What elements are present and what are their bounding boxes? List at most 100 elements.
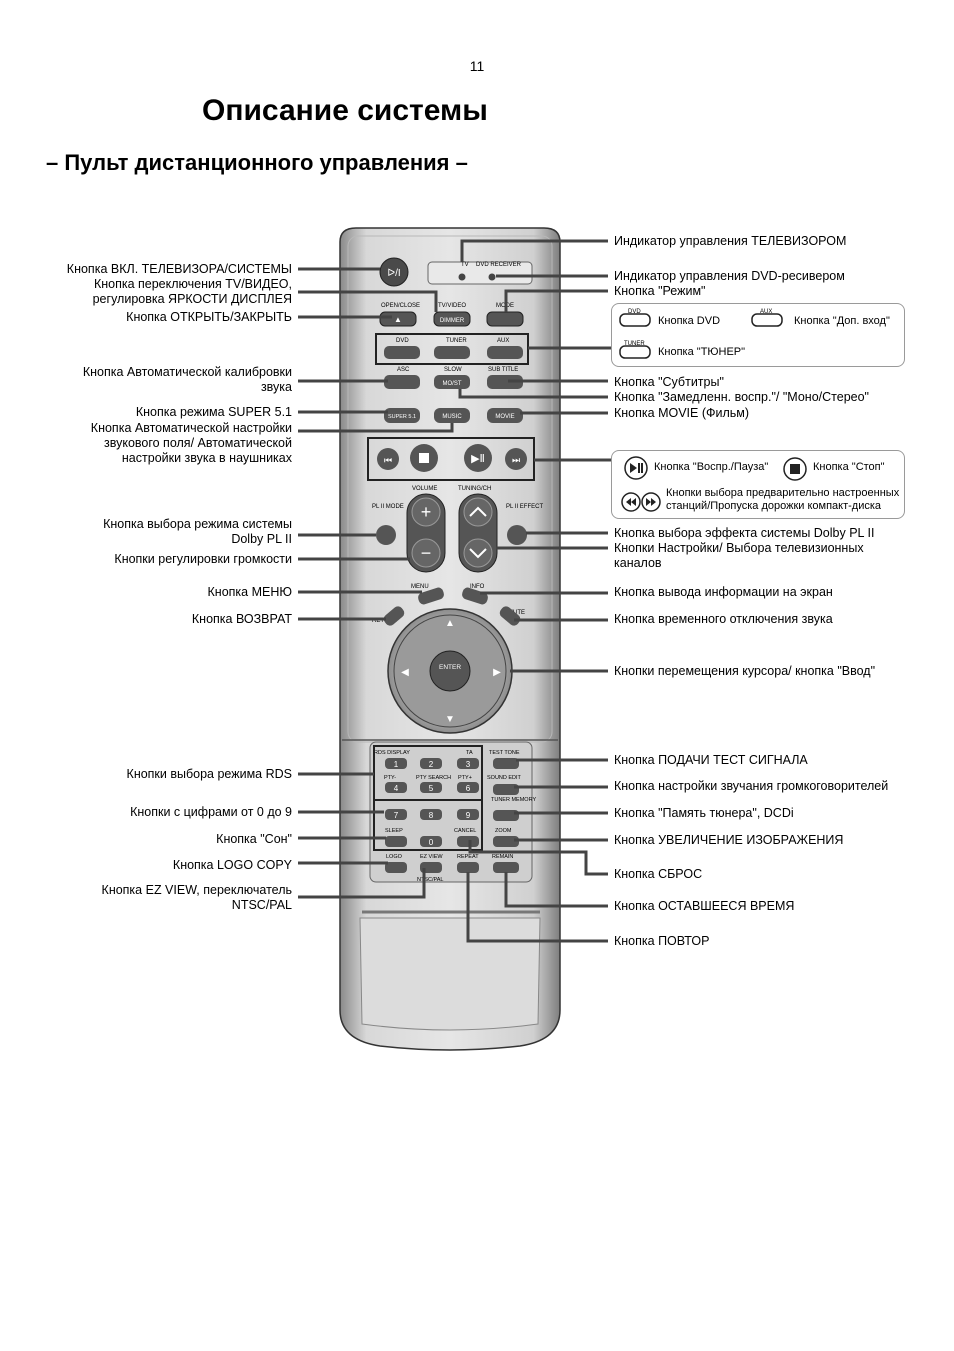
inset-skip-label: Кнопки выбора предварительно настроенных… bbox=[666, 487, 900, 512]
label-logo-button: Кнопка LOGO COPY bbox=[172, 858, 292, 872]
label-volume-buttons: Кнопки регулировки громкости bbox=[114, 552, 292, 566]
svg-text:AUX: AUX bbox=[760, 309, 772, 315]
svg-text:6: 6 bbox=[466, 784, 471, 793]
inset-stop-label: Кнопка "Стоп" bbox=[813, 461, 885, 473]
label-tuning-buttons: Кнопки Настройки/ Выбора телевизионных к… bbox=[614, 541, 864, 570]
svg-text:▶: ▶ bbox=[493, 667, 501, 678]
label-super51-button: Кнопка режима SUPER 5.1 bbox=[135, 405, 292, 419]
svg-text:SUPER 5.1: SUPER 5.1 bbox=[388, 414, 416, 420]
aux-button-icon bbox=[751, 313, 783, 327]
inset-play-pause-label: Кнопка "Воспр./Пауза" bbox=[654, 461, 769, 473]
tuner-button-icon bbox=[619, 345, 651, 359]
svg-text:AUX: AUX bbox=[497, 338, 509, 344]
svg-text:4: 4 bbox=[394, 784, 399, 793]
svg-text:NTSC/PAL: NTSC/PAL bbox=[417, 877, 444, 883]
label-repeat-button: Кнопка ПОВТОР bbox=[614, 934, 710, 948]
label-pl-mode-button: Кнопка выбора режима системы Dolby PL II bbox=[103, 517, 292, 546]
svg-text:MUTE: MUTE bbox=[508, 610, 525, 616]
label-zoom-button: Кнопка УВЕЛИЧЕНИЕ ИЗОБРАЖЕНИЯ bbox=[614, 833, 844, 847]
svg-text:TEST TONE: TEST TONE bbox=[489, 750, 520, 756]
source-buttons-inset: DVD AUX TUNER Кнопка DVD Кнопка "Доп. вх… bbox=[611, 303, 905, 367]
svg-text:EZ VIEW: EZ VIEW bbox=[420, 854, 443, 860]
svg-text:DIMMER: DIMMER bbox=[440, 318, 465, 324]
svg-text:ASC: ASC bbox=[397, 367, 410, 373]
label-cancel-button: Кнопка СБРОС bbox=[614, 867, 703, 881]
svg-text:◀: ◀ bbox=[401, 667, 409, 678]
svg-text:CANCEL: CANCEL bbox=[454, 828, 476, 834]
label-menu-button: Кнопка МЕНЮ bbox=[207, 585, 292, 599]
svg-text:8: 8 bbox=[429, 811, 434, 820]
svg-text:▶Ⅱ: ▶Ⅱ bbox=[471, 453, 485, 465]
svg-text:PTY SEARCH: PTY SEARCH bbox=[416, 775, 451, 781]
playback-buttons-inset: Кнопка "Воспр./Пауза" Кнопка "Стоп" Кноп… bbox=[611, 450, 905, 519]
label-mode-button: Кнопка "Режим" bbox=[614, 284, 706, 298]
svg-text:5: 5 bbox=[429, 784, 434, 793]
inset-dvd-label: Кнопка DVD bbox=[658, 315, 721, 327]
svg-text:SLEEP: SLEEP bbox=[385, 828, 403, 834]
label-sleep-button: Кнопка "Сон" bbox=[216, 832, 292, 846]
inset-aux-label: Кнопка "Доп. вход" bbox=[794, 315, 890, 327]
page-title: Описание системы bbox=[202, 94, 488, 127]
play-pause-icon bbox=[624, 456, 648, 480]
svg-text:ᐅ/I: ᐅ/I bbox=[387, 268, 400, 279]
label-return-button: Кнопка ВОЗВРАТ bbox=[191, 612, 292, 626]
label-mute-button: Кнопка временного отключения звука bbox=[614, 612, 833, 626]
svg-text:ENTER: ENTER bbox=[439, 664, 461, 671]
svg-text:7: 7 bbox=[394, 811, 399, 820]
svg-text:PL II MODE: PL II MODE bbox=[372, 504, 404, 510]
inset-tuner-label: Кнопка "ТЮНЕР" bbox=[658, 346, 746, 358]
svg-text:REMAIN: REMAIN bbox=[492, 854, 513, 860]
svg-text:SOUND EDIT: SOUND EDIT bbox=[487, 775, 522, 781]
svg-text:MOVIE: MOVIE bbox=[495, 414, 514, 420]
svg-text:▲: ▲ bbox=[445, 618, 455, 629]
svg-text:LOGO: LOGO bbox=[386, 854, 403, 860]
page-number: 11 bbox=[469, 58, 485, 74]
svg-text:▼: ▼ bbox=[445, 714, 455, 725]
svg-text:SUB TITLE: SUB TITLE bbox=[488, 367, 518, 373]
svg-text:TA: TA bbox=[466, 750, 473, 756]
svg-text:3: 3 bbox=[466, 760, 471, 769]
svg-text:TV: TV bbox=[461, 262, 469, 268]
svg-text:0: 0 bbox=[429, 838, 434, 847]
svg-text:TV/VIDEO: TV/VIDEO bbox=[438, 303, 466, 309]
svg-text:REPEAT: REPEAT bbox=[457, 854, 479, 860]
page-subtitle: – Пульт дистанционного управления – bbox=[46, 150, 468, 175]
svg-text:RDS DISPLAY: RDS DISPLAY bbox=[374, 750, 410, 756]
label-subtitle-button: Кнопка "Субтитры" bbox=[614, 375, 724, 389]
svg-text:1: 1 bbox=[394, 760, 399, 769]
svg-text:2: 2 bbox=[429, 760, 434, 769]
label-pl-effect-button: Кнопка выбора эффекта системы Dolby PL I… bbox=[614, 526, 875, 540]
svg-text:OPEN/CLOSE: OPEN/CLOSE bbox=[381, 303, 420, 309]
svg-text:ZOOM: ZOOM bbox=[495, 828, 512, 834]
svg-text:PTY+: PTY+ bbox=[458, 775, 472, 781]
svg-text:TUNER MEMORY: TUNER MEMORY bbox=[491, 797, 536, 803]
label-tv-indicator: Индикатор управления ТЕЛЕВИЗОРОМ bbox=[614, 234, 847, 248]
svg-text:VOLUME: VOLUME bbox=[412, 486, 437, 492]
label-tv-video-button: Кнопка переключения TV/ВИДЕО, регулировк… bbox=[92, 277, 292, 306]
svg-text:PTY-: PTY- bbox=[384, 775, 396, 781]
label-cursor-enter-buttons: Кнопки перемещения курсора/ кнопка "Ввод… bbox=[614, 664, 876, 678]
label-power-button: Кнопка ВКЛ. ТЕЛЕВИЗОРА/СИСТЕМЫ bbox=[66, 262, 292, 276]
dvd-button-icon bbox=[619, 313, 651, 327]
svg-text:TUNING/CH: TUNING/CH bbox=[458, 486, 491, 492]
svg-text:MENU: MENU bbox=[411, 584, 429, 590]
svg-text:▲: ▲ bbox=[394, 315, 402, 324]
label-digit-buttons: Кнопки с цифрами от 0 до 9 bbox=[130, 805, 292, 819]
svg-text:MO/ST: MO/ST bbox=[443, 381, 462, 387]
svg-text:+: + bbox=[421, 502, 432, 522]
label-sound-edit-button: Кнопка настройки звучания громкоговорите… bbox=[614, 779, 889, 793]
svg-text:SLOW: SLOW bbox=[444, 367, 462, 373]
label-rds-buttons: Кнопки выбора режима RDS bbox=[126, 767, 292, 781]
label-slow-button: Кнопка "Замедленн. воспр."/ "Моно/Стерео… bbox=[614, 390, 869, 404]
stop-icon bbox=[783, 457, 807, 481]
label-music-button: Кнопка Автоматической настройки звуковог… bbox=[90, 421, 292, 465]
label-open-close-button: Кнопка ОТКРЫТЬ/ЗАКРЫТЬ bbox=[126, 310, 292, 324]
label-info-button: Кнопка вывода информации на экран bbox=[614, 585, 833, 599]
label-asc-button: Кнопка Автоматической калибровки звука bbox=[82, 365, 292, 394]
svg-text:DVD: DVD bbox=[396, 338, 409, 344]
svg-text:PL II EFFECT: PL II EFFECT bbox=[506, 504, 543, 510]
svg-text:MUSIC: MUSIC bbox=[442, 414, 462, 420]
svg-text:INFO: INFO bbox=[470, 584, 485, 590]
label-tuner-memory-button: Кнопка "Память тюнера", DCDi bbox=[614, 806, 794, 820]
label-movie-button: Кнопка MOVIE (Фильм) bbox=[614, 406, 750, 420]
